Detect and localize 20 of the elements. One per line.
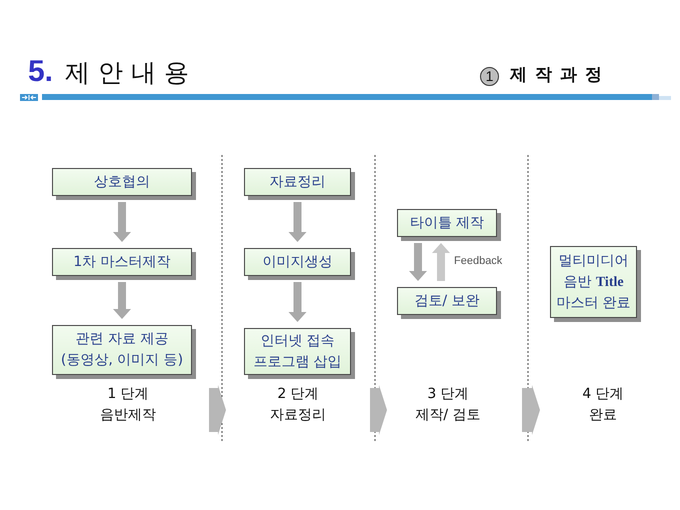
stage-name: 제작/ 검토 (415, 406, 481, 425)
stage-name: 음반제작 (100, 406, 156, 425)
section-subtitle: 제 작 과 정 (510, 64, 603, 86)
step-badge: 1 (480, 67, 499, 86)
arrow (432, 243, 450, 281)
stage-number: 1 단계 (107, 385, 149, 404)
page-title: 5. 제 안 내 용 (28, 55, 189, 90)
stage-number: 3 단계 (427, 385, 469, 404)
arrow (288, 202, 306, 242)
stage-number: 4 단계 (582, 385, 624, 404)
chevron-arrow (522, 385, 540, 435)
stage-name: 완료 (589, 406, 617, 425)
arrow (113, 282, 131, 319)
arrow (409, 243, 427, 281)
stage-number: 2 단계 (277, 385, 319, 404)
arrow (288, 282, 306, 322)
stage-name: 자료정리 (270, 406, 326, 425)
chevron-arrow (370, 385, 387, 435)
chevron-arrow (209, 385, 226, 435)
arrow (113, 202, 131, 242)
